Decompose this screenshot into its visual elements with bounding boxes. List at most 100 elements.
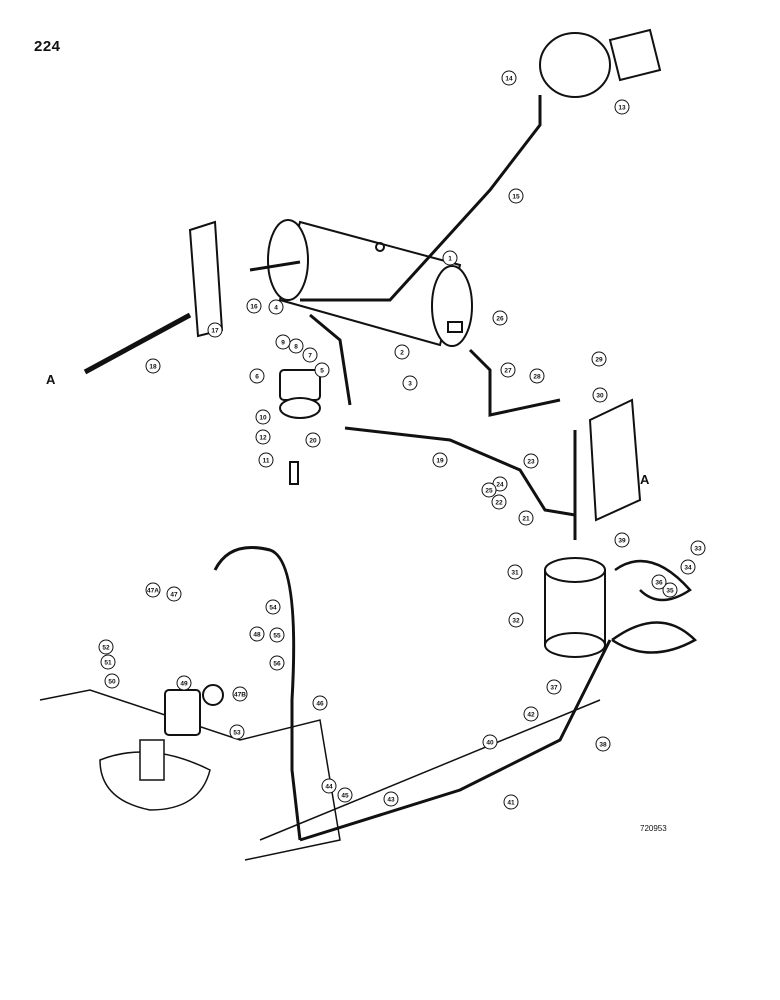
callout-number: 7 xyxy=(308,352,312,359)
callout-number: 1 xyxy=(448,255,452,262)
callout-number: 25 xyxy=(485,487,493,494)
callout-3: 3 xyxy=(402,375,418,391)
callout-55: 55 xyxy=(269,627,285,643)
callout-11: 11 xyxy=(258,452,274,468)
callout-12: 12 xyxy=(255,429,271,445)
callout-circle xyxy=(98,639,114,655)
callout-20: 20 xyxy=(305,432,321,448)
callout-26: 26 xyxy=(492,310,508,326)
callout-7: 7 xyxy=(302,347,318,363)
callout-circle xyxy=(145,358,161,374)
callout-circle xyxy=(312,695,328,711)
callout-number: 14 xyxy=(505,75,513,82)
callout-number: 20 xyxy=(309,437,317,444)
callout-53: 53 xyxy=(229,724,245,740)
callout-number: 27 xyxy=(504,367,512,374)
callout-32: 32 xyxy=(508,612,524,628)
clamp-bands xyxy=(611,559,698,654)
callout-circle xyxy=(305,432,321,448)
callout-circle xyxy=(314,362,330,378)
callout-number: 51 xyxy=(104,659,112,666)
callout-5: 5 xyxy=(314,362,330,378)
callout-circle xyxy=(507,564,523,580)
callout-number: 40 xyxy=(486,739,494,746)
callout-47B: 47B xyxy=(232,686,248,702)
callout-number: 49 xyxy=(180,680,188,687)
callout-37: 37 xyxy=(546,679,562,695)
reservoir xyxy=(544,557,606,658)
callout-44: 44 xyxy=(321,778,337,794)
callout-number: 38 xyxy=(599,741,607,748)
callout-36: 36 xyxy=(651,574,667,590)
callout-circle xyxy=(491,494,507,510)
callout-number: 48 xyxy=(253,631,261,638)
callout-circle xyxy=(508,612,524,628)
callout-number: 15 xyxy=(512,193,520,200)
callout-number: 6 xyxy=(255,373,259,380)
callout-8: 8 xyxy=(288,338,304,354)
reference-letter-left: A xyxy=(46,372,56,387)
callout-17: 17 xyxy=(207,322,223,338)
callout-number: 4 xyxy=(274,304,278,311)
callout-10: 10 xyxy=(255,409,271,425)
callout-51: 51 xyxy=(100,654,116,670)
callout-number: 19 xyxy=(436,457,444,464)
callout-25: 25 xyxy=(481,482,497,498)
callout-number: 22 xyxy=(495,499,503,506)
callout-21: 21 xyxy=(518,510,534,526)
callout-29: 29 xyxy=(591,351,607,367)
callout-number: 8 xyxy=(294,343,298,350)
callout-number: 24 xyxy=(496,481,504,488)
callout-number: 55 xyxy=(273,632,281,639)
callout-number: 23 xyxy=(527,458,535,465)
callout-circle xyxy=(501,70,517,86)
callout-circle xyxy=(275,334,291,350)
brake-chamber xyxy=(539,28,662,98)
callout-number: 54 xyxy=(269,604,277,611)
callout-number: 50 xyxy=(108,678,116,685)
callout-circle xyxy=(546,679,562,695)
callout-circle xyxy=(592,387,608,403)
callout-circle xyxy=(523,453,539,469)
callout-number: 34 xyxy=(684,564,692,571)
callout-41: 41 xyxy=(503,794,519,810)
callout-circle xyxy=(258,452,274,468)
callout-number: 47A xyxy=(147,587,159,594)
callout-42: 42 xyxy=(523,706,539,722)
callout-30: 30 xyxy=(592,387,608,403)
callout-number: 35 xyxy=(666,587,674,594)
callout-labels: 1234567891011121314151617181920212223242… xyxy=(98,70,706,810)
callout-number: 9 xyxy=(281,339,285,346)
callout-circle xyxy=(595,736,611,752)
reference-letter-right: A xyxy=(640,472,650,487)
callout-46: 46 xyxy=(312,695,328,711)
callout-number: 21 xyxy=(522,515,530,522)
callout-circle xyxy=(482,734,498,750)
callout-circle xyxy=(591,351,607,367)
callout-circle xyxy=(394,344,410,360)
callout-number: 5 xyxy=(320,367,324,374)
callout-circle xyxy=(518,510,534,526)
callout-number: 56 xyxy=(273,660,281,667)
callout-circle xyxy=(249,626,265,642)
callout-circle xyxy=(255,409,271,425)
callout-circle xyxy=(432,452,448,468)
callout-number: 33 xyxy=(694,545,702,552)
callout-circle xyxy=(104,673,120,689)
callout-18: 18 xyxy=(145,358,161,374)
callout-number: 28 xyxy=(533,373,541,380)
callout-50: 50 xyxy=(104,673,120,689)
callout-number: 30 xyxy=(596,392,604,399)
callout-circle xyxy=(321,778,337,794)
drawing-code: 720953 xyxy=(640,824,667,833)
callout-number: 37 xyxy=(550,684,558,691)
callout-number: 3 xyxy=(408,380,412,387)
frame-rails xyxy=(39,689,601,861)
callout-number: 36 xyxy=(655,579,663,586)
callout-31: 31 xyxy=(507,564,523,580)
callout-number: 13 xyxy=(618,104,626,111)
bracket-right xyxy=(588,398,642,522)
callout-circle xyxy=(337,787,353,803)
callout-54: 54 xyxy=(265,599,281,615)
